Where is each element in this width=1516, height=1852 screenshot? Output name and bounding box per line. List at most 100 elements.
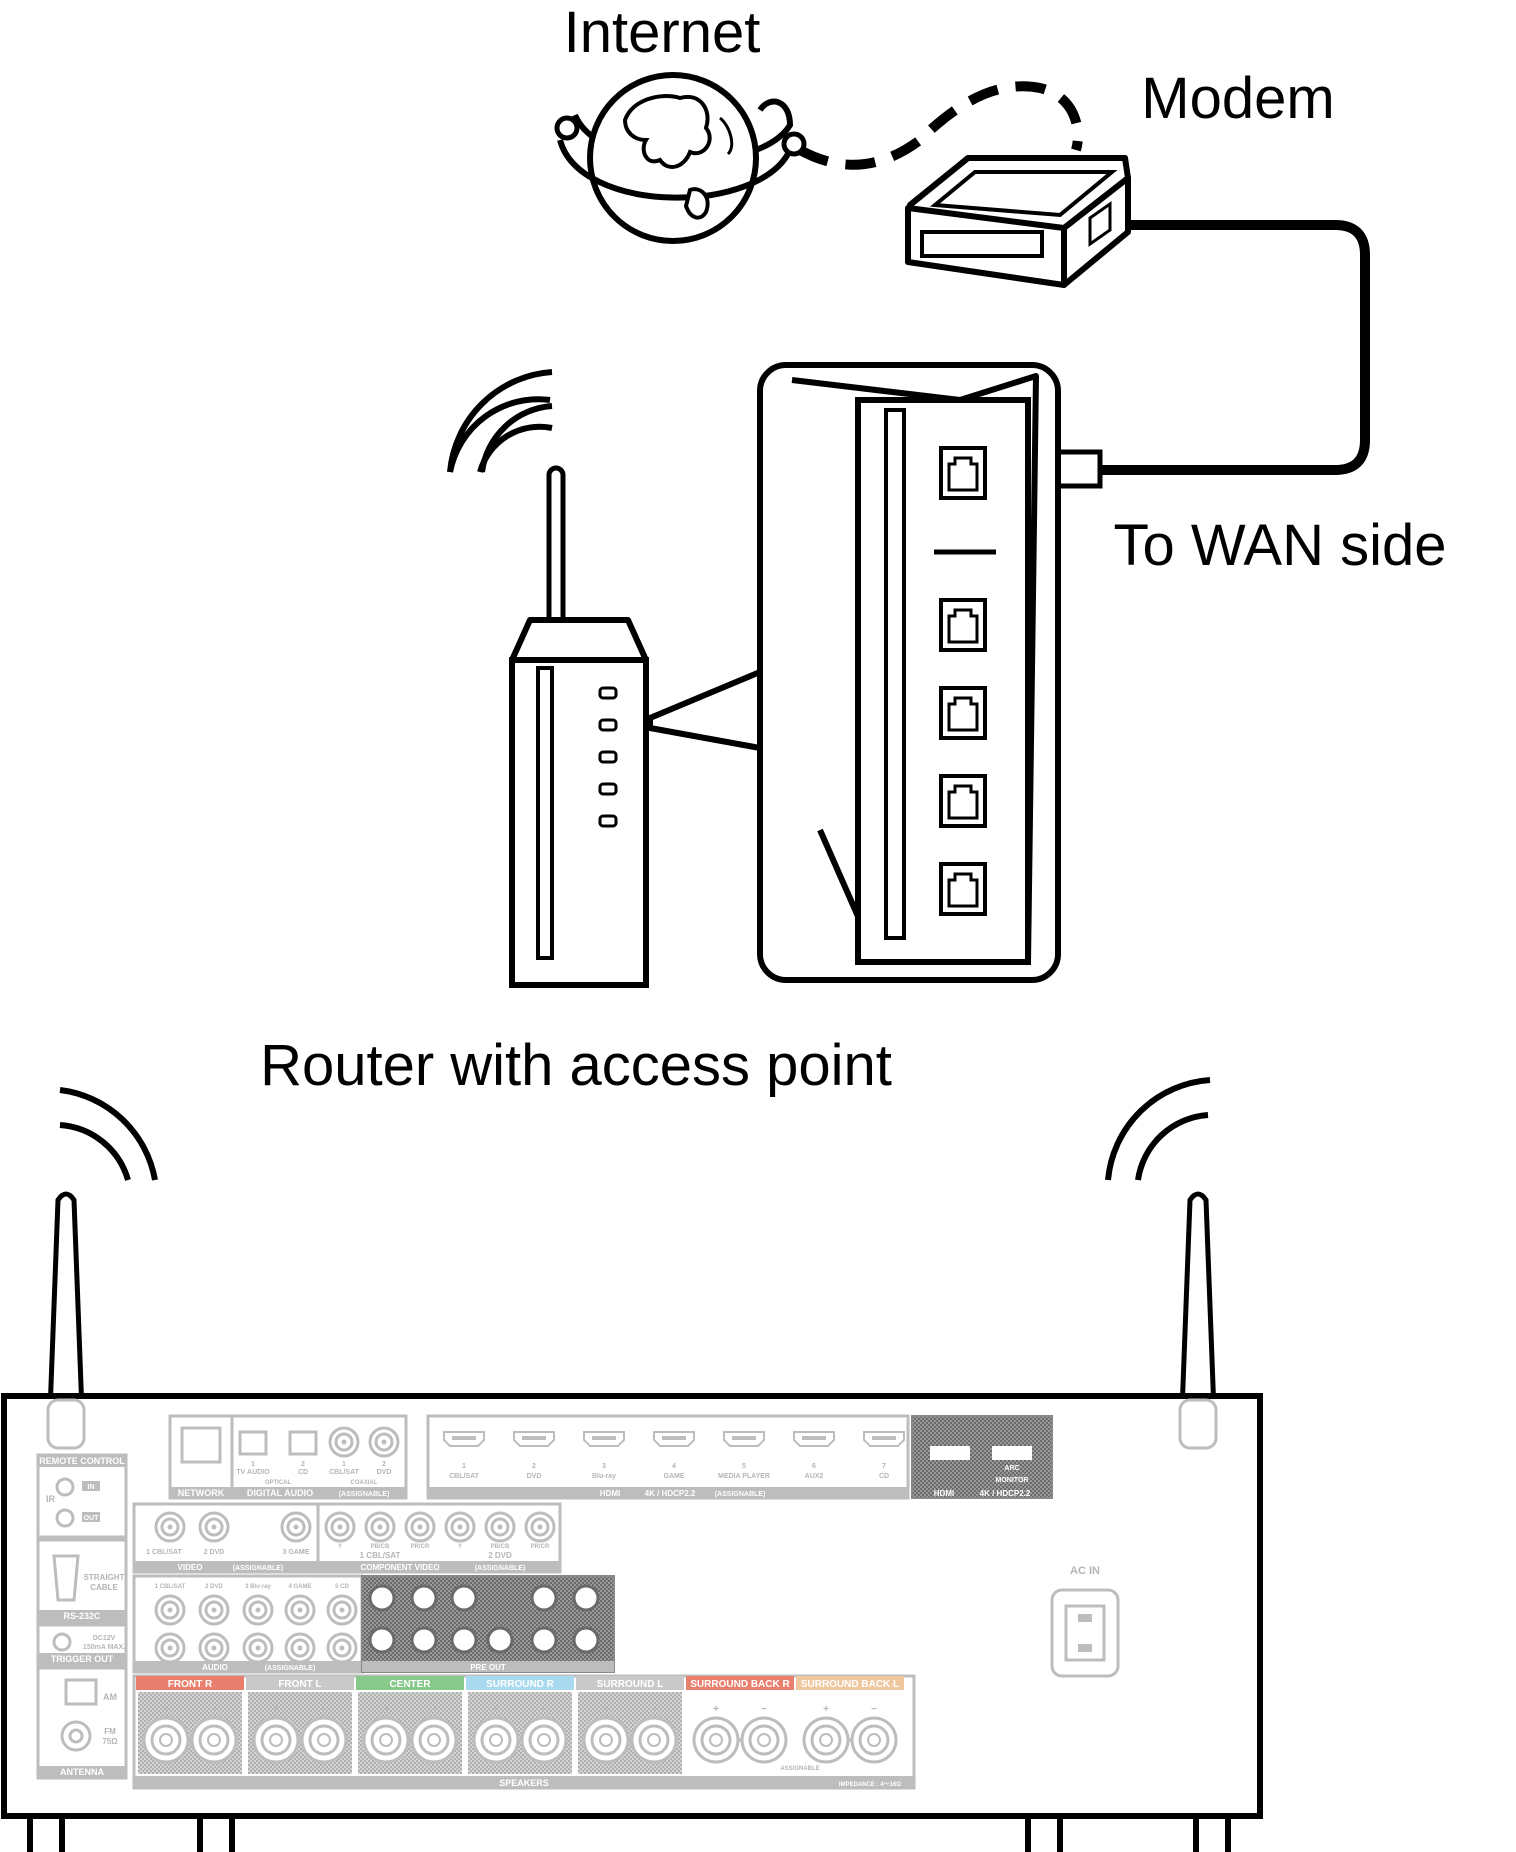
speaker-group-label: SURROUND BACK R: [690, 1679, 790, 1690]
straight-label: STRAIGHT: [84, 1573, 125, 1582]
speaker-plus-sign: +: [823, 1704, 829, 1715]
hdmi-input-label: AUX2: [805, 1473, 824, 1480]
speaker-group-header: [246, 1676, 354, 1690]
internet-label: Internet: [564, 0, 761, 65]
fm-ohm-label: 75Ω: [102, 1737, 118, 1746]
modem-label: Modem: [1141, 66, 1334, 131]
speaker-plus-sign: +: [603, 1704, 609, 1715]
audio-input-label: 5 CD: [335, 1584, 349, 1590]
audio-caption: AUDIO: [202, 1663, 228, 1672]
fm-label: FM: [104, 1727, 116, 1736]
hdmi-input-port-icon: [723, 1431, 765, 1447]
component-jack-label: PB/CB: [491, 1544, 510, 1550]
wan-cable: [1098, 220, 1370, 475]
component-group-label: 2 DVD: [488, 1551, 512, 1560]
speakers-label: SPEAKERS: [499, 1778, 549, 1788]
speaker-plus-sign: +: [273, 1704, 279, 1715]
speaker-plus-sign: +: [713, 1704, 719, 1715]
hdmi-input-port-icon: [513, 1431, 555, 1447]
coaxial-label: COAXIAL: [351, 1480, 378, 1486]
hdmi-input-number: 2: [532, 1463, 536, 1470]
internet-modem-link: [797, 81, 1083, 170]
component-jack-label: PB/CB: [371, 1544, 390, 1550]
component-jack-label: PR/CR: [411, 1544, 430, 1550]
hdmi-input-label: DVD: [527, 1473, 542, 1480]
router-icon: [447, 396, 649, 988]
speaker-terminal-icon: [520, 1716, 568, 1764]
remote-control-label: REMOTE CONTROL: [39, 1456, 125, 1466]
speaker-group-header: [136, 1676, 244, 1690]
antenna-right-icon: [1105, 1077, 1217, 1415]
digital-input-label: TV AUDIO: [236, 1469, 270, 1476]
digital-input-label: DVD: [377, 1469, 392, 1476]
hdmi-input-label: GAME: [664, 1473, 685, 1480]
hdmi-in-spec: 4K / HDCP2.2: [645, 1489, 696, 1498]
monitor-label: MONITOR: [996, 1477, 1029, 1484]
audio-assignable: (ASSIGNABLE): [265, 1665, 316, 1672]
speaker-group-header: [796, 1676, 904, 1690]
hdmi-input-number: 4: [672, 1463, 676, 1470]
audio-input-label: 3 Blu-ray: [245, 1584, 271, 1590]
speaker-plus-sign: +: [383, 1704, 389, 1715]
component-caption: COMPONENT VIDEO: [360, 1563, 439, 1572]
hdmi-input-label: MEDIA PLAYER: [718, 1473, 770, 1480]
hdmi-input-number: 3: [602, 1463, 606, 1470]
audio-input-label: 4 GAME: [288, 1584, 311, 1590]
speaker-group-label: SURROUND BACK L: [801, 1679, 899, 1690]
hdmi-input-port-icon: [653, 1431, 695, 1447]
hdmi-input-number: 5: [742, 1463, 746, 1470]
speaker-terminal-icon: [692, 1716, 740, 1764]
modem-icon: [905, 155, 1131, 288]
hdmi-out-caption: HDMI: [934, 1489, 954, 1498]
trigger-out-label: TRIGGER OUT: [51, 1654, 114, 1664]
speaker-terminal-icon: [740, 1716, 788, 1764]
antenna-left-icon: [47, 1087, 158, 1415]
dc-current-label: 150mA MAX.: [83, 1644, 125, 1651]
speaker-group-label: SURROUND L: [597, 1679, 664, 1690]
hdmi-input-number: 6: [812, 1463, 816, 1470]
speaker-terminal-icon: [582, 1716, 630, 1764]
component-jack-label: Y: [338, 1544, 342, 1550]
audio-input-label: 1 CBL/SAT: [155, 1584, 186, 1590]
arc-label: ARC: [1004, 1465, 1019, 1472]
speaker-group-label: CENTER: [389, 1679, 431, 1690]
speaker-minus-sign: −: [431, 1704, 437, 1715]
to-wan-side-label: To WAN side: [1113, 513, 1446, 578]
video-caption: VIDEO: [178, 1563, 203, 1572]
hdmi-input-number: 7: [882, 1463, 886, 1470]
video-assignable: (ASSIGNABLE): [233, 1565, 284, 1572]
audio-input-label: 2 DVD: [205, 1584, 223, 1590]
digital-num-label: 2: [301, 1461, 305, 1468]
cable-label: CABLE: [90, 1583, 118, 1592]
video-input-label: 3 GAME: [283, 1549, 310, 1556]
hdmi-input-label: CBL/SAT: [449, 1473, 480, 1480]
digital-input-label: CD: [298, 1469, 308, 1476]
speaker-group-label: SURROUND R: [486, 1679, 555, 1690]
assignable-label: (ASSIGNABLE): [339, 1491, 390, 1498]
hdmi-out-spec: 4K / HDCP2.2: [980, 1489, 1031, 1498]
hdmi-input-port-icon: [793, 1431, 835, 1447]
antenna-label: ANTENNA: [60, 1767, 104, 1777]
component-jack-label: Y: [458, 1544, 462, 1550]
optical-label: OPTICAL: [265, 1480, 292, 1486]
speaker-group-header: [356, 1676, 464, 1690]
speaker-terminal-icon: [472, 1716, 520, 1764]
router-label: Router with access point: [260, 1033, 892, 1098]
video-input-label: 1 CBL/SAT: [146, 1549, 182, 1556]
speaker-terminal-icon: [362, 1716, 410, 1764]
router-wifi-icon: [447, 369, 553, 473]
speaker-minus-sign: −: [871, 1704, 877, 1715]
ir-out-label: OUT: [84, 1515, 100, 1522]
speaker-minus-sign: −: [541, 1704, 547, 1715]
video-input-label: 2 DVD: [204, 1549, 225, 1556]
speaker-assignable-label: ASSIGNABLE: [780, 1766, 819, 1772]
digital-num-label: 1: [342, 1461, 346, 1468]
hdmi-in-caption: HDMI: [600, 1489, 620, 1498]
speaker-group-header: [466, 1676, 574, 1690]
dc12v-label: DC12V: [93, 1635, 116, 1642]
speaker-minus-sign: −: [651, 1704, 657, 1715]
digital-num-label: 2: [382, 1461, 386, 1468]
pre-out-label: PRE OUT: [470, 1663, 506, 1672]
component-jack-label: PR/CR: [531, 1544, 550, 1550]
